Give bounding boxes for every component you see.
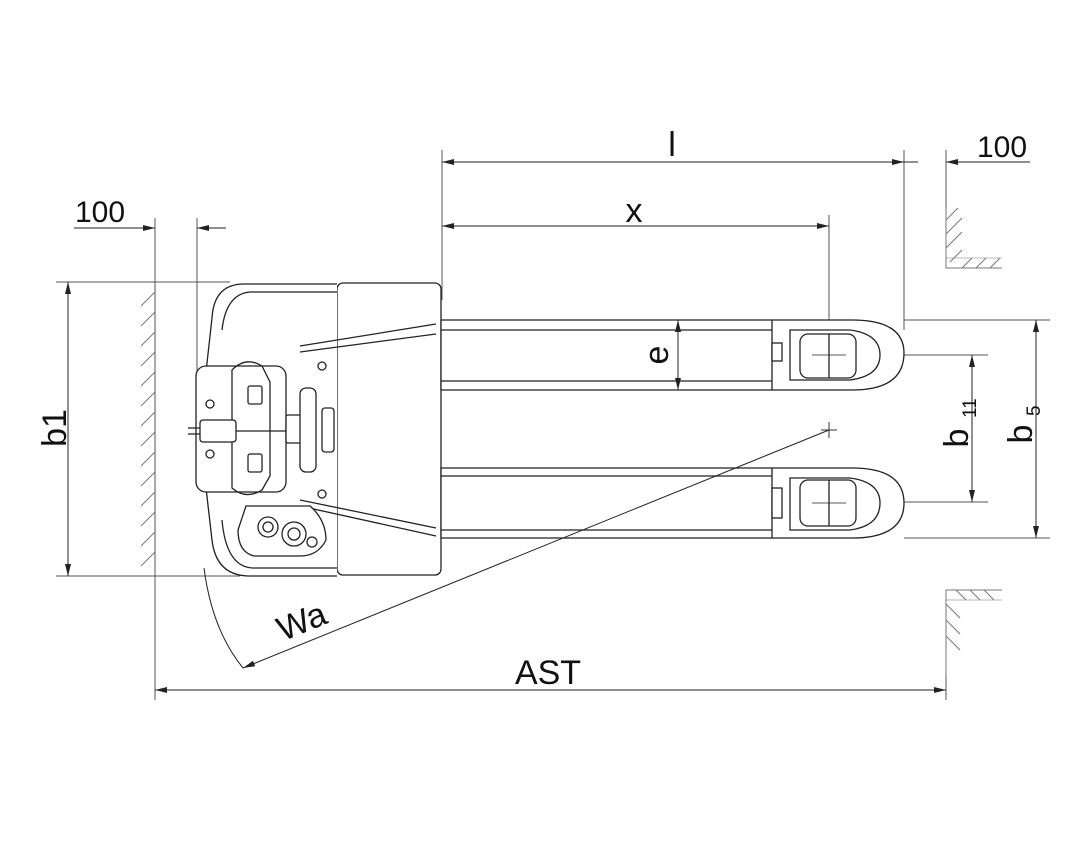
dim-label-wa: Wa xyxy=(272,595,332,649)
dim-label-b5-base: b xyxy=(1002,425,1040,444)
dim-label-b5: b 5 xyxy=(1002,405,1045,443)
dim-label-e: e xyxy=(638,346,676,365)
dim-label-x: x xyxy=(626,192,643,230)
dim-label-clearance-left: 100 xyxy=(75,196,125,229)
dim-label-b11-base: b xyxy=(938,429,976,448)
right-wall-upper-hatch xyxy=(945,207,1002,269)
dimension-lines xyxy=(65,159,1039,693)
dim-label-b1: b1 xyxy=(36,409,74,447)
right-wall-lower-hatch xyxy=(945,589,1002,676)
dim-label-b5-sub: 5 xyxy=(1024,405,1045,416)
dim-label-l: l xyxy=(668,126,676,164)
dim-label-ast: AST xyxy=(515,654,581,692)
dim-label-b11: b 11 xyxy=(938,398,981,447)
dim-label-b11-sub: 11 xyxy=(960,398,981,418)
dim-label-clearance-right: 100 xyxy=(977,131,1027,164)
truck-body xyxy=(188,282,442,577)
fork-upper xyxy=(440,319,905,391)
left-wall-hatch xyxy=(140,282,156,576)
fork-lower xyxy=(440,467,905,539)
